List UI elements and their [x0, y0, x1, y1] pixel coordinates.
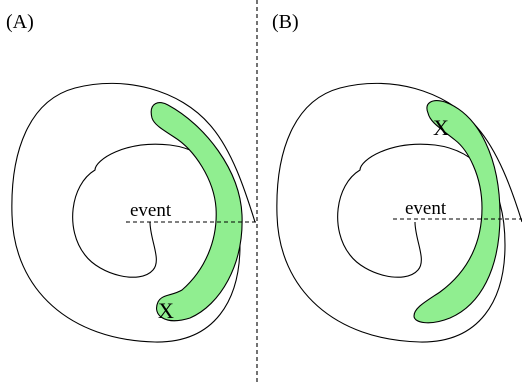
panel-b: (B) event X	[272, 11, 522, 343]
panel-b-label: (B)	[272, 11, 299, 33]
panel-a-spiral-outline	[11, 82, 256, 343]
panel-a-x-marker: X	[158, 298, 174, 323]
panel-b-spiral-outline	[276, 82, 522, 343]
panel-b-event-label: event	[405, 198, 447, 219]
panel-a-label: (A)	[6, 11, 34, 33]
panel-a-event-label: event	[130, 200, 172, 221]
panel-a: (A) event X	[6, 11, 257, 343]
panel-b-green-band	[413, 100, 501, 324]
panel-a-green-band	[150, 102, 243, 322]
panel-b-x-marker: X	[433, 115, 449, 140]
